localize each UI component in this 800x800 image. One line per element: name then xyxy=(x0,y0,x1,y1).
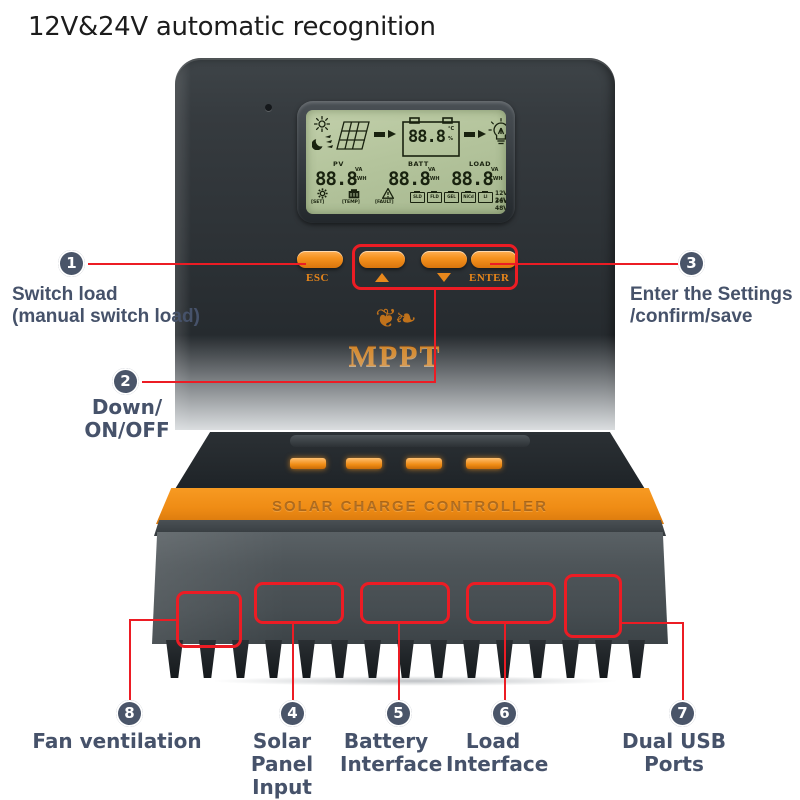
device-top-lip xyxy=(290,435,530,447)
lcd-value-load: 88.8 xyxy=(451,168,494,190)
top-button-2[interactable] xyxy=(346,458,382,469)
lcd-voltage-line-1: 12V 24V xyxy=(495,190,506,204)
lcd-unit-batt-va: VA xyxy=(428,167,436,173)
battery-temp-icon xyxy=(348,189,360,199)
callout-caption-6: Load Interface xyxy=(446,729,549,777)
lcd-label-load: LOAD xyxy=(469,160,492,168)
esc-button[interactable] xyxy=(297,251,343,268)
light-bulb-icon xyxy=(488,118,506,145)
brand-flourish-ornament: ❦❧ xyxy=(375,304,417,334)
page-title: 12V&24V automatic recognition xyxy=(28,12,436,42)
sun-icon xyxy=(314,116,330,132)
callout-caption-4: Solar Panel Input xyxy=(250,729,314,800)
leader-line-5 xyxy=(398,623,400,701)
lcd-icon-row: 88.8 °C % xyxy=(306,114,506,160)
lcd-flag-temp: [TEMP] xyxy=(342,200,360,205)
esc-button-label: ESC xyxy=(306,272,329,284)
lcd-label-batt: BATT xyxy=(408,160,429,168)
leader-line-7-vertical xyxy=(682,622,684,701)
leader-line-6 xyxy=(504,623,506,701)
battery-type-icon-1: SLD xyxy=(410,190,425,203)
callout-caption-8: Fan ventilation xyxy=(32,729,202,753)
top-button-1[interactable] xyxy=(290,458,326,469)
triangle-down-icon xyxy=(437,273,451,282)
arrow-right-icon xyxy=(374,130,396,139)
brand-mppt-logo: MPPT xyxy=(348,340,442,373)
leader-line-7-horizontal xyxy=(620,622,684,624)
top-button-4[interactable] xyxy=(466,458,502,469)
callout-caption-5: Battery Interface xyxy=(340,729,443,777)
callout-caption-2: Down/ ON/OFF xyxy=(84,395,170,443)
lcd-value-batt: 88.8 xyxy=(388,168,431,190)
lcd-flag-set: [SET] xyxy=(311,200,325,205)
device-shadow xyxy=(210,676,620,686)
leader-line-2-vertical xyxy=(434,290,436,383)
orange-brand-band: SOLAR CHARGE CONTROLLER xyxy=(156,488,664,524)
battery-type-icon-2: FLD xyxy=(427,190,442,203)
down-button[interactable] xyxy=(421,251,467,268)
battery-icon xyxy=(402,117,460,157)
callout-badge-7[interactable]: 7 xyxy=(669,700,696,727)
leader-line-2-horizontal xyxy=(142,381,435,383)
battery-type-icon-4: NiCd xyxy=(461,190,476,203)
battery-type-icon-3: GEL xyxy=(444,190,459,203)
up-button[interactable] xyxy=(359,251,405,268)
lcd-unit-pv-va: VA xyxy=(355,167,363,173)
heatsink-fins xyxy=(166,640,654,680)
lcd-unit-load-va: VA xyxy=(491,167,499,173)
highlight-usb-ports xyxy=(564,574,622,638)
lcd-unit-load-kwh: KWH xyxy=(489,176,503,182)
lcd-screen: 88.8 °C % xyxy=(306,110,506,214)
callout-caption-3: Enter the Settings /confirm/save xyxy=(630,284,793,328)
moon-icon xyxy=(312,139,323,150)
highlight-fan-vent xyxy=(176,591,242,648)
lcd-celsius-unit: °C xyxy=(448,126,455,132)
device-front-view: SOLAR CHARGE CONTROLLER xyxy=(150,432,670,686)
callout-badge-5[interactable]: 5 xyxy=(385,700,412,727)
highlight-solar-input xyxy=(254,582,344,624)
leader-line-8-horizontal xyxy=(130,619,178,621)
leader-line-4 xyxy=(292,623,294,701)
callout-badge-4[interactable]: 4 xyxy=(279,700,306,727)
battery-type-icon-5: LI xyxy=(478,190,493,203)
lcd-label-pv: PV xyxy=(333,160,344,168)
usb-divider xyxy=(573,690,613,696)
callout-badge-3[interactable]: 3 xyxy=(678,250,705,277)
leader-line-3 xyxy=(490,263,690,265)
warning-triangle-icon xyxy=(382,188,394,199)
enter-button-label: ENTER xyxy=(469,272,510,284)
top-button-3[interactable] xyxy=(406,458,442,469)
arrow-right-icon-2 xyxy=(464,130,486,139)
lcd-bezel: 88.8 °C % xyxy=(297,101,515,223)
band-text: SOLAR CHARGE CONTROLLER xyxy=(272,498,548,515)
solar-panel-icon xyxy=(336,121,370,150)
callout-badge-6[interactable]: 6 xyxy=(491,700,518,727)
callout-badge-1[interactable]: 1 xyxy=(58,250,85,277)
lcd-flag-fault: [FAULT] xyxy=(375,200,394,205)
device-front-face xyxy=(152,532,668,644)
gear-icon xyxy=(317,188,328,199)
callout-badge-8[interactable]: 8 xyxy=(116,700,143,727)
lcd-unit-pv-kwh: KWH xyxy=(353,176,367,182)
solar-rays-icon xyxy=(325,135,333,148)
lcd-percent-unit: % xyxy=(448,136,454,142)
triangle-up-icon xyxy=(375,273,389,282)
usb-port-bottom xyxy=(573,696,613,713)
callout-caption-7: Dual USB Ports xyxy=(621,729,727,777)
leader-line-1 xyxy=(88,263,306,265)
callout-badge-2[interactable]: 2 xyxy=(112,368,139,395)
lcd-voltage-line-2: 36V 48V xyxy=(495,198,506,212)
lcd-unit-batt-kwh: KWH xyxy=(426,176,440,182)
lcd-value-pv: 88.8 xyxy=(315,168,358,190)
screw-hole xyxy=(265,104,272,111)
highlight-updown-buttons xyxy=(352,244,518,290)
callout-caption-1: Switch load (manual switch load) xyxy=(12,284,200,328)
highlight-load-interface xyxy=(466,582,556,624)
leader-line-8-vertical xyxy=(129,619,131,701)
highlight-battery-interface xyxy=(360,582,450,624)
lcd-battery-main-value: 88.8 xyxy=(408,127,446,147)
